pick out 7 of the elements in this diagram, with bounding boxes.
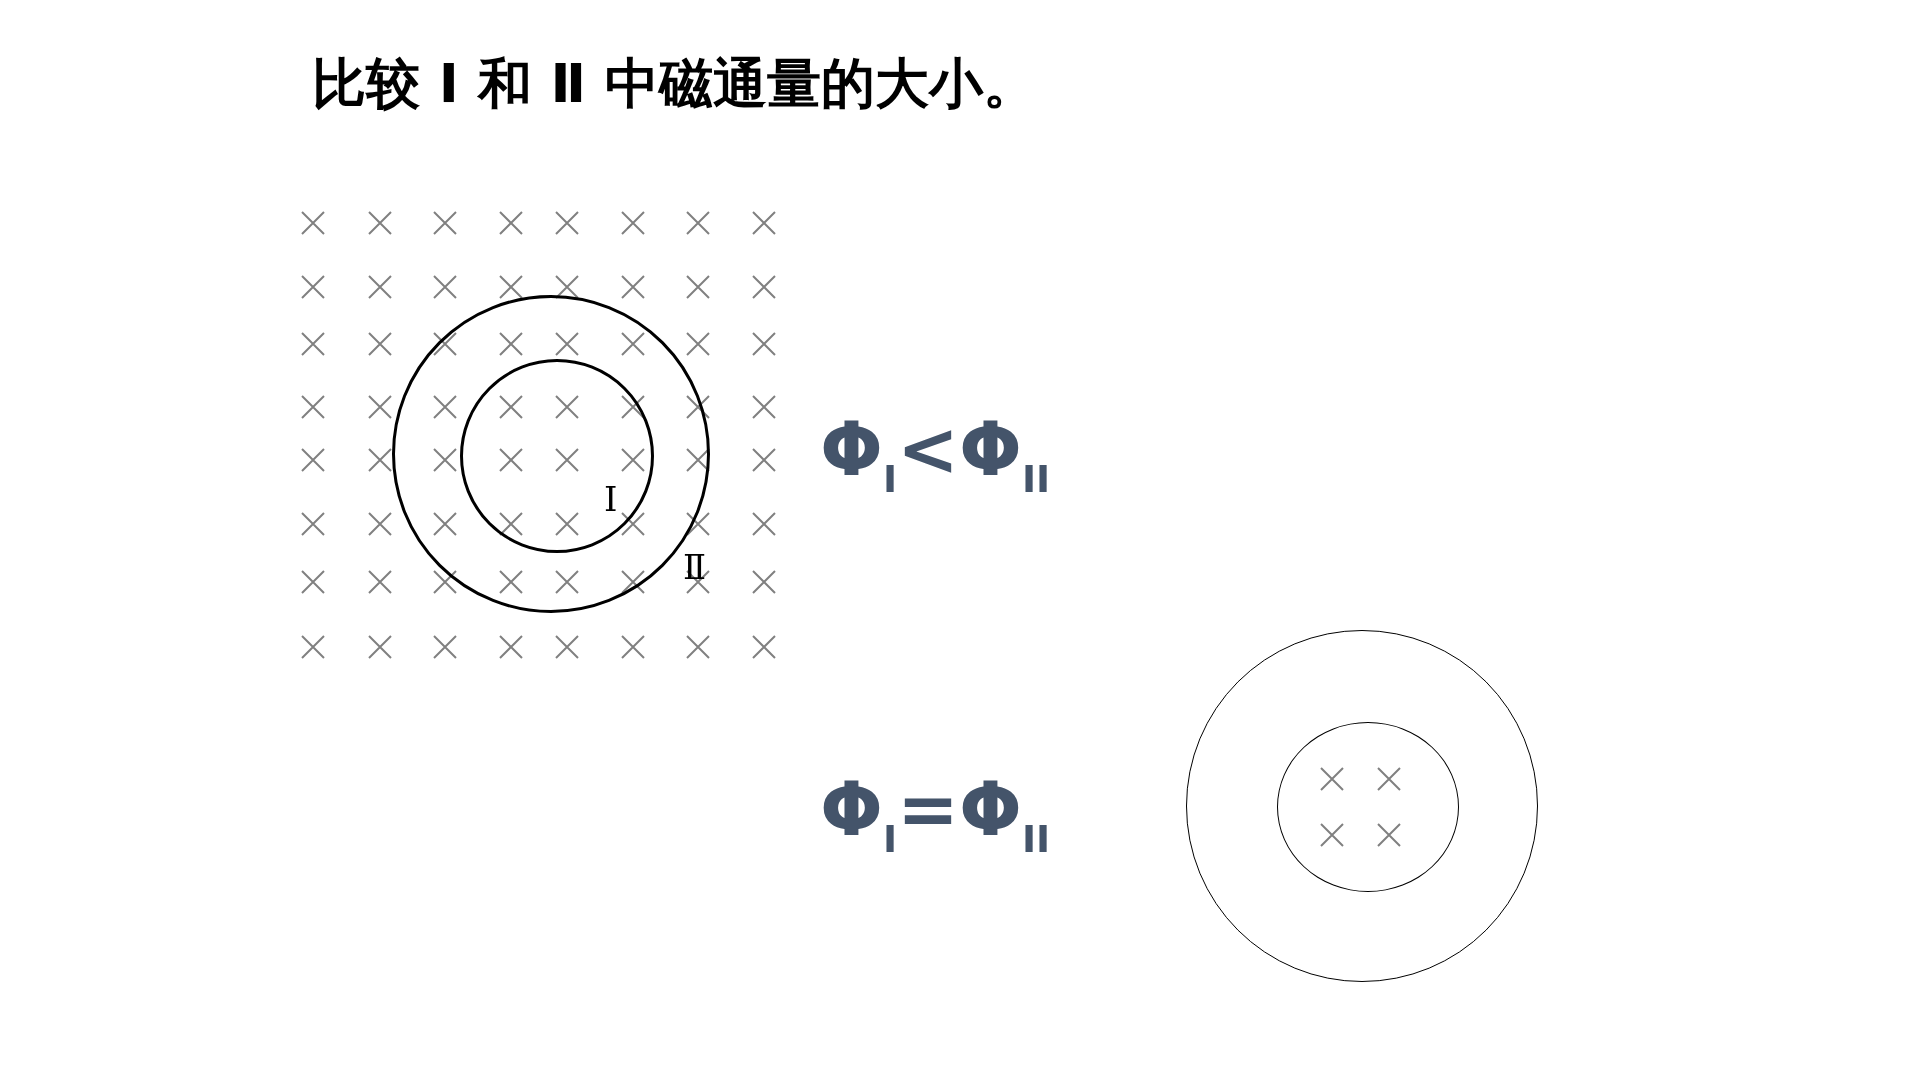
flux-formula: Φ$_{I}$=Φ$_{II}$ [820, 772, 1051, 859]
loop-label: Ⅱ [683, 550, 707, 584]
loop-label: Ⅰ [604, 482, 618, 516]
circle-loop [392, 295, 710, 613]
flux-formula: Φ$_{I}$<Φ$_{II}$ [820, 412, 1051, 499]
circle-loop [460, 359, 654, 553]
title: 比较 Ⅰ 和 Ⅱ 中磁通量的大小。 [312, 51, 1037, 117]
